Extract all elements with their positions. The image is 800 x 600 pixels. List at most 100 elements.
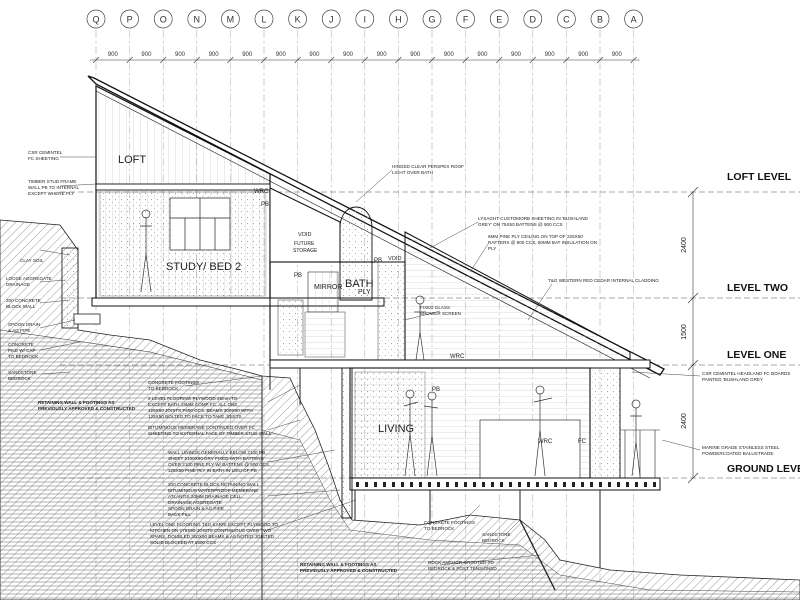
note-l1f-4: SOLID BLOCKED AT 1800 CCS — [150, 540, 216, 545]
joist — [590, 482, 593, 487]
grid-label-h: H — [395, 15, 402, 25]
grid-label-l: L — [261, 15, 266, 25]
note-ply6-1: 6MM PINE PLY CEILING ON TOP OF 225X50 — [488, 234, 583, 239]
note-block-2: BLOCK WALL — [6, 304, 36, 309]
right-upper-envelope — [404, 231, 631, 363]
pb-label-loft: PB — [261, 202, 269, 208]
block-wall — [61, 247, 79, 329]
grid-bubble-c — [557, 9, 576, 29]
joist — [401, 482, 404, 487]
annotations-right: HINGED CLEAR PERSPEX ROOF LIGHT OVER BAT… — [300, 164, 790, 573]
joist — [419, 482, 422, 487]
note-lvl2-4: 125X50 BOLTED TO FACE TO TAKE JOISTS — [148, 414, 242, 419]
note-loose-2: DRAINAGE — [6, 282, 30, 287]
joist — [491, 482, 494, 487]
note-l1f-1: LEVEL ONE FLOORING T&G KARRI EXCEPT PLYW… — [150, 522, 278, 527]
grid-label-n: N — [194, 15, 201, 25]
note-bit-1: BITUMINOUS MEMBRANE CONTINUED OVER FC — [148, 425, 256, 430]
balustrade — [620, 429, 660, 478]
note-spoon-1: SPOON DRAIN — [8, 322, 40, 327]
grid-dimension-text: 900 — [242, 52, 253, 58]
grid-label-g: G — [428, 15, 435, 25]
grid-bubble-d — [523, 9, 543, 29]
joist — [392, 482, 395, 487]
grid-dimension-text: 900 — [477, 52, 488, 58]
joist — [365, 482, 368, 487]
level-ground-label: GROUND LEVEL — [727, 463, 800, 475]
grid-bubble-k — [288, 9, 307, 29]
note-retain2-2: PREVIOUSLY APPROVED & CONSTRUCTED — [300, 568, 398, 573]
level-one-floor — [269, 359, 651, 369]
note-lin-2: SHEET 2100X90 DRY FIXED WITH BATTENS — [168, 456, 264, 461]
loft-floor — [95, 183, 271, 191]
joist — [455, 482, 458, 487]
joist — [500, 482, 503, 487]
note-loose-1: LOOSE AGGREGATE — [6, 276, 52, 281]
grid-dimension-text: 900 — [343, 52, 354, 58]
note-blk-4: DRAINAGE AGGREGATE — [168, 500, 222, 505]
note-marine-2: POWDERCOATED BALUSTRADE — [702, 451, 773, 456]
future-label: FUTURE — [294, 241, 315, 247]
note-csr-2: FC SHEETING — [28, 156, 59, 161]
grid-bubble-e — [489, 9, 509, 29]
grid-bubble-a — [624, 9, 643, 29]
joist — [536, 482, 539, 487]
pb-label-bath: PB — [294, 273, 302, 279]
joist — [482, 482, 485, 487]
note-headland-2: PAINTED 'BUSHLAND GREY — [702, 377, 763, 382]
room-living: LIVING — [378, 423, 414, 435]
level-loft-label: LOFT LEVEL — [727, 171, 792, 183]
note-lvl2-2: EXCEPT BATH 19MM COMP FC. ALL ONE — [148, 402, 237, 407]
joist — [410, 482, 413, 487]
grid-label-i: I — [364, 15, 367, 25]
grid-label-j: J — [329, 15, 334, 25]
grid-bubble-m — [221, 9, 240, 29]
grid-bubble-i — [355, 9, 375, 29]
note-blk-6: BACK FILL — [168, 512, 191, 517]
grid-dimension-text: 900 — [209, 52, 220, 58]
note-rock-2: BEDROCK & POST TENSIONED — [428, 566, 497, 571]
grid-bubble-l — [254, 9, 274, 29]
shower-glass — [377, 261, 406, 361]
mirror-label: MIRROR — [314, 284, 342, 291]
grid-dimension-text: 900 — [175, 52, 186, 58]
level-dim-2: 1500 — [681, 324, 688, 340]
grid-label-e: E — [496, 15, 502, 25]
note-foot2-1: CONCRETE FOOTINGS — [424, 520, 475, 525]
grid-label-q: Q — [92, 15, 99, 25]
grid-bubble-b — [590, 9, 610, 29]
grid-bubble-h — [389, 9, 408, 29]
note-pile-3: TO BEDROCK — [8, 354, 39, 359]
note-retain-2: PREVIOUSLY APPROVED & CONSTRUCTED — [38, 406, 136, 411]
grid-label-k: K — [295, 15, 301, 25]
note-sand2-2: BEDROCK — [482, 538, 506, 543]
note-sand-2: BEDROCK — [8, 376, 32, 381]
note-hinged-2: LIGHT OVER BATH — [392, 170, 433, 175]
note-tg: T&G WESTERN RED CEDAR INTERNAL CLADDING — [548, 278, 659, 283]
joist — [383, 482, 386, 487]
note-foot-1: CONCRETE FOOTINGS — [148, 380, 199, 385]
joist — [572, 482, 575, 487]
note-rock-1: ROCK ANCHOR GROUTED TO — [428, 560, 494, 565]
study-window — [169, 197, 231, 251]
joist — [617, 482, 620, 487]
grid-label-p: P — [127, 15, 133, 25]
level-dim-3: 2400 — [681, 413, 688, 429]
note-pile-1: CONCRETE — [8, 342, 34, 347]
note-block-1: 200 CONCRETE — [6, 298, 41, 303]
note-timber-1: TIMBER STUD FRAME — [28, 179, 77, 184]
joist — [554, 482, 557, 487]
void-label-1: VOID — [298, 232, 311, 238]
note-pile-2: PILE W/ CAP — [8, 348, 36, 353]
grid-label-d: D — [530, 15, 537, 25]
ply-label: PLY — [358, 289, 371, 296]
grid-dimension-text: 900 — [578, 52, 589, 58]
grid-bubble-j — [321, 9, 341, 29]
mirror — [307, 271, 339, 313]
fc-label: FC — [578, 439, 587, 445]
note-bit-2: SHEETING TO EXTERNAL FACE OF TIMBER STUD… — [148, 431, 272, 436]
wrc-label-level-one: WRC — [450, 354, 465, 360]
joist — [545, 482, 548, 487]
